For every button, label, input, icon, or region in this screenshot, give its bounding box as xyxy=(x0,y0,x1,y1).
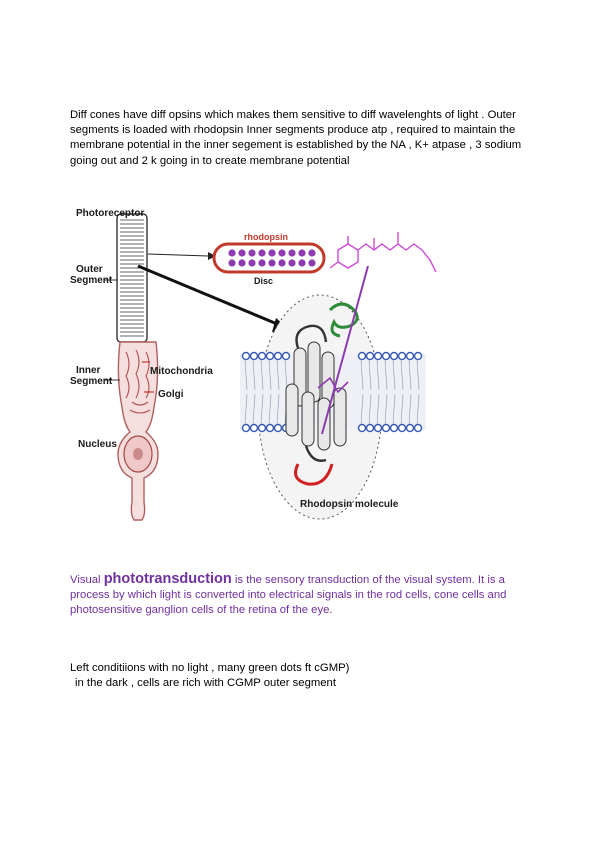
label-photoreceptor: Photoreceptor xyxy=(76,208,144,219)
phototransduction-prefix: Visual xyxy=(70,574,104,586)
rhodopsin-molecule-diagram xyxy=(240,265,426,520)
intro-paragraph: Diff cones have diff opsins which makes … xyxy=(70,109,522,167)
label-golgi: Golgi xyxy=(158,389,184,400)
label-rhodopsin: rhodopsin xyxy=(244,232,288,242)
phototransduction-rest: is the sensory transduction of the visua… xyxy=(70,574,507,617)
label-outer: Outer xyxy=(76,264,103,275)
photoreceptor-figure: Photoreceptor Outer Segment Inner Segmen… xyxy=(70,208,437,521)
label-rhodopsin-molecule: Rhodopsin molecule xyxy=(300,499,399,510)
label-mitochondria: Mitochondria xyxy=(150,366,213,377)
phototransduction-term: phototransduction xyxy=(103,571,232,587)
phototransduction-paragraph: Visual phototransduction is the sensory … xyxy=(70,571,540,619)
notes-line-1: Left conditiions with no light , many gr… xyxy=(70,662,350,674)
label-inner: Inner xyxy=(76,365,101,376)
notes-paragraph: Left conditiions with no light , many gr… xyxy=(70,661,540,691)
notes-line-2: in the dark , cells are rich with CGMP o… xyxy=(75,677,336,690)
label-nucleus: Nucleus xyxy=(78,439,117,450)
outer-segment-discs xyxy=(116,213,148,343)
label-inner-segment: Segment xyxy=(70,376,113,387)
retinal-molecule xyxy=(329,232,437,273)
label-disc: Disc xyxy=(254,276,273,286)
label-outer-segment: Segment xyxy=(70,275,113,286)
inner-segment-cell xyxy=(117,341,159,521)
